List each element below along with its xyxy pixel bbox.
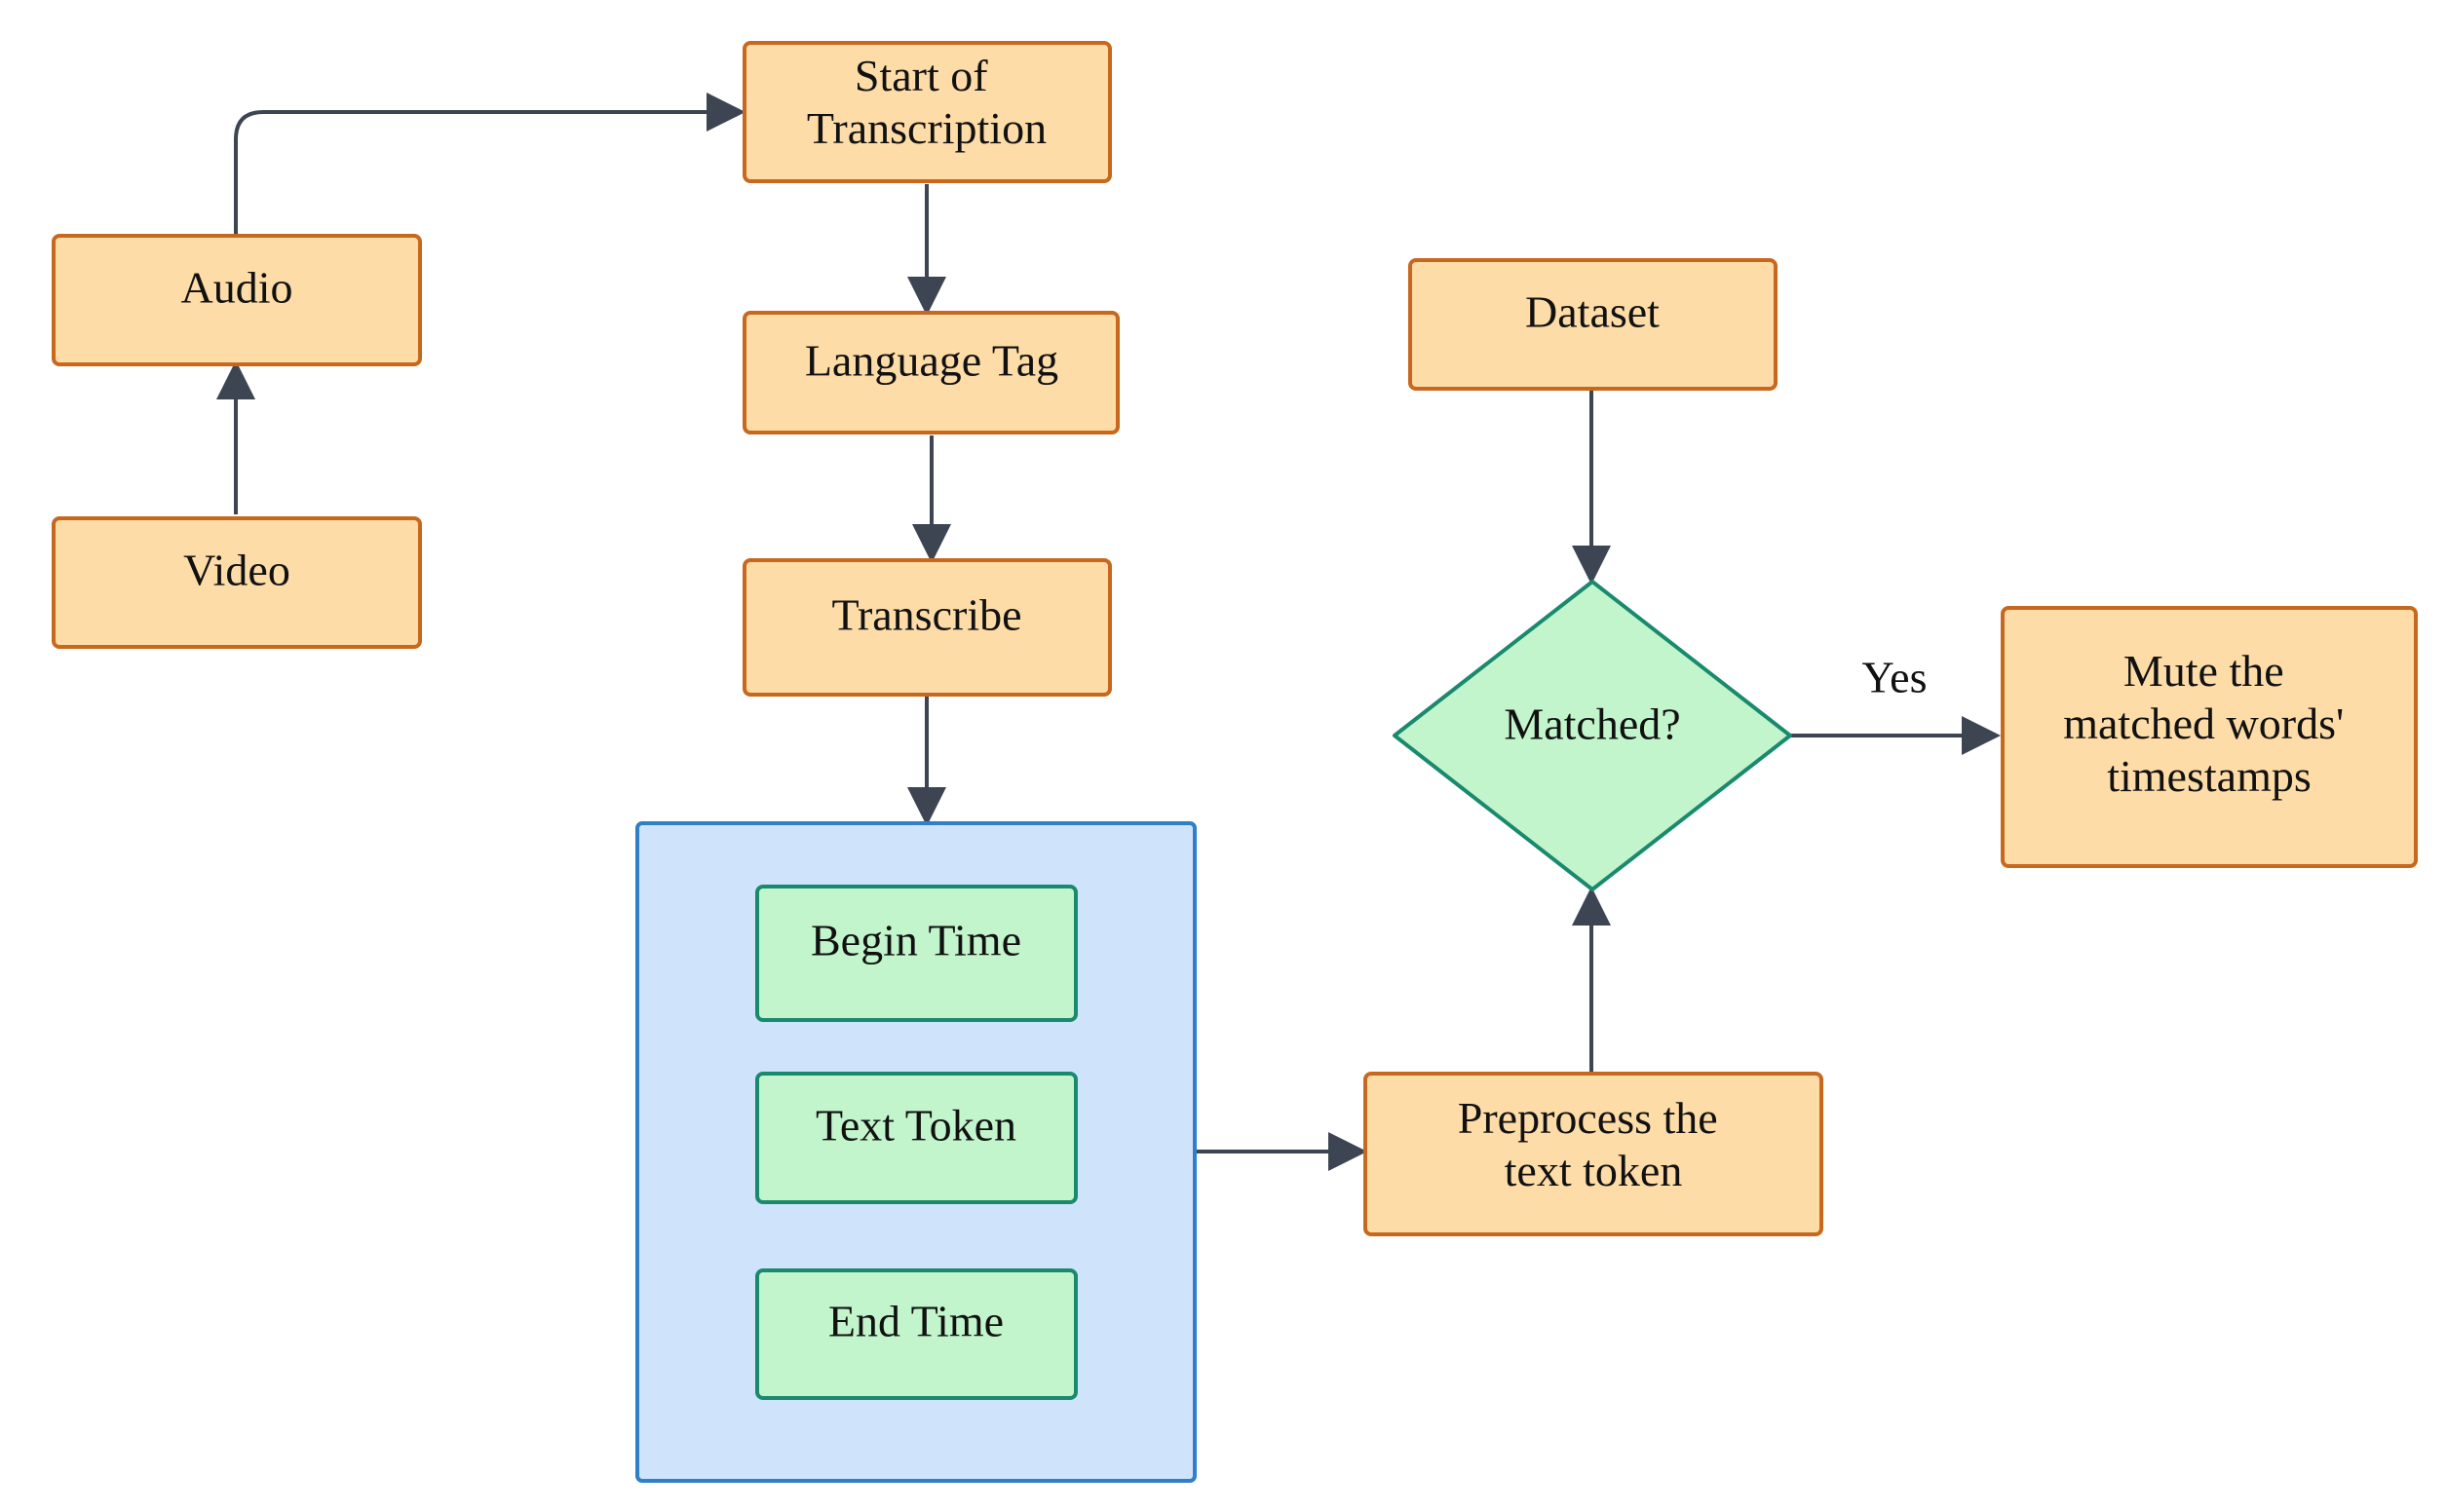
node-dataset: Dataset — [1408, 258, 1778, 391]
node-language-tag-label: Language Tag — [805, 336, 1058, 386]
decision-matched-label: Matched? — [1504, 699, 1680, 749]
node-text-token: Text Token — [755, 1072, 1078, 1204]
token-group: Begin Time Text Token End Time — [635, 821, 1197, 1483]
node-transcribe-label: Transcribe — [831, 590, 1021, 640]
node-video: Video — [52, 516, 422, 649]
node-end-time-label: End Time — [828, 1297, 1004, 1346]
node-video-label: Video — [183, 546, 290, 595]
node-text-token-label: Text Token — [816, 1101, 1016, 1151]
node-transcribe: Transcribe — [743, 558, 1112, 697]
node-end-time: End Time — [755, 1268, 1078, 1400]
edge-audio-to-start — [234, 93, 746, 234]
node-language-tag: Language Tag — [743, 311, 1120, 435]
node-begin-time-label: Begin Time — [811, 916, 1021, 965]
node-start-of-transcription: Start of Transcription — [743, 41, 1112, 183]
node-audio: Audio — [52, 234, 422, 366]
node-audio-label: Audio — [181, 263, 293, 313]
node-dataset-label: Dataset — [1525, 287, 1660, 337]
edge-label-yes: Yes — [1862, 653, 1928, 702]
node-begin-time: Begin Time — [755, 885, 1078, 1022]
node-mute-label: Mute the matched words' timestamps — [2063, 646, 2355, 801]
node-start-label: Start of Transcription — [807, 51, 1047, 153]
decision-matched: Matched? — [1393, 580, 1792, 891]
node-preprocess-label: Preprocess the text token — [1458, 1093, 1729, 1195]
node-mute-timestamps: Mute the matched words' timestamps — [2001, 606, 2418, 868]
node-preprocess: Preprocess the text token — [1363, 1072, 1823, 1236]
